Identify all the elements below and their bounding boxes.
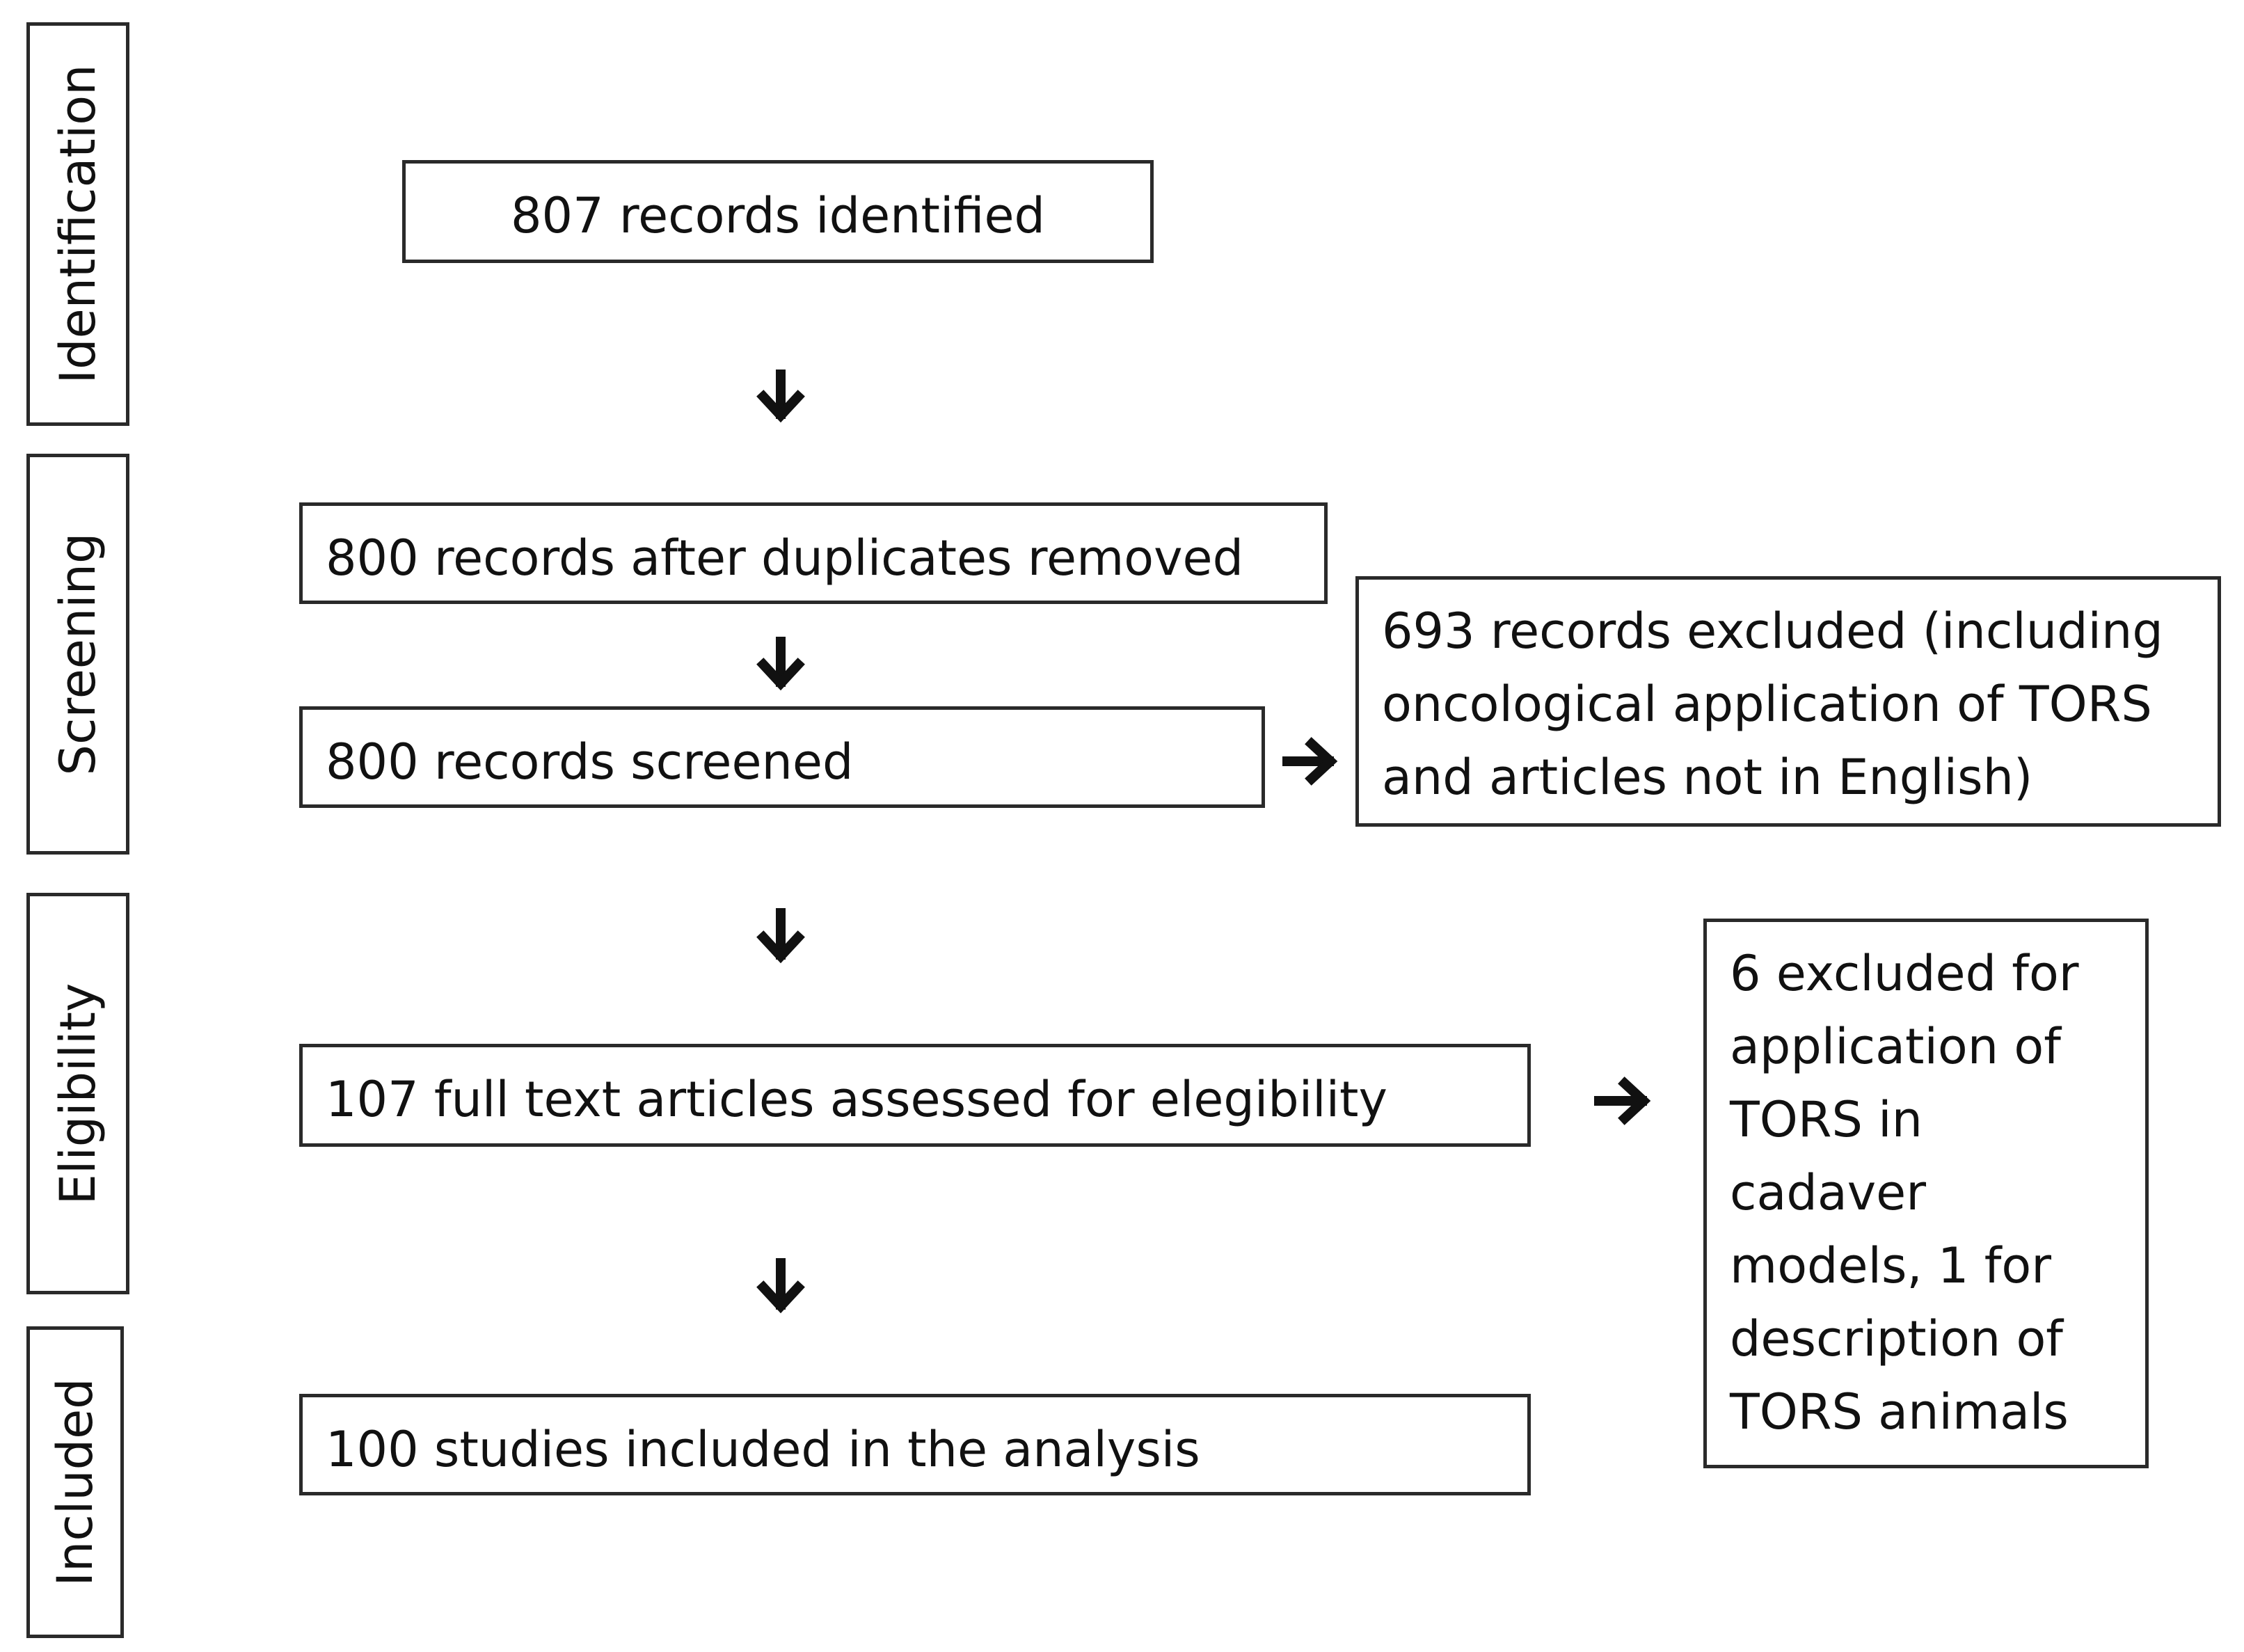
full-text-assessed-box: 107 full text articles assessed for eleg… xyxy=(299,1044,1531,1147)
stage-identification-label: Identification xyxy=(49,64,106,384)
records-identified-box: 807 records identified xyxy=(402,160,1154,263)
arrow-down-4 xyxy=(756,1258,805,1314)
records-screened-box: 800 records screened xyxy=(299,706,1265,808)
stage-screening: Screening xyxy=(26,454,129,855)
excluded-screening-text: 693 records excluded (including oncologi… xyxy=(1382,603,2163,806)
stage-eligibility: Eligibility xyxy=(26,893,129,1294)
stage-identification: Identification xyxy=(26,22,129,426)
records-screened-text: 800 records screened xyxy=(326,733,854,791)
arrow-right-2 xyxy=(1594,1077,1651,1125)
studies-included-text: 100 studies included in the analysis xyxy=(326,1421,1200,1478)
records-identified-text: 807 records identified xyxy=(511,187,1045,244)
arrow-down-1 xyxy=(756,370,805,423)
excluded-eligibility-box: 6 excluded for application of TORS in ca… xyxy=(1703,919,2149,1468)
stage-included: Included xyxy=(26,1326,124,1638)
stage-included-label: Included xyxy=(47,1378,104,1587)
arrow-down-2 xyxy=(756,637,805,691)
arrow-right-1 xyxy=(1282,737,1338,786)
after-duplicates-text: 800 records after duplicates removed xyxy=(326,530,1244,587)
after-duplicates-box: 800 records after duplicates removed xyxy=(299,502,1328,604)
excluded-eligibility-text: 6 excluded for application of TORS in ca… xyxy=(1730,945,2079,1440)
stage-screening-label: Screening xyxy=(49,532,106,776)
arrow-down-3 xyxy=(756,908,805,964)
stage-eligibility-label: Eligibility xyxy=(49,983,106,1205)
studies-included-box: 100 studies included in the analysis xyxy=(299,1394,1531,1495)
excluded-screening-box: 693 records excluded (including oncologi… xyxy=(1355,576,2221,827)
full-text-assessed-text: 107 full text articles assessed for eleg… xyxy=(326,1071,1387,1128)
